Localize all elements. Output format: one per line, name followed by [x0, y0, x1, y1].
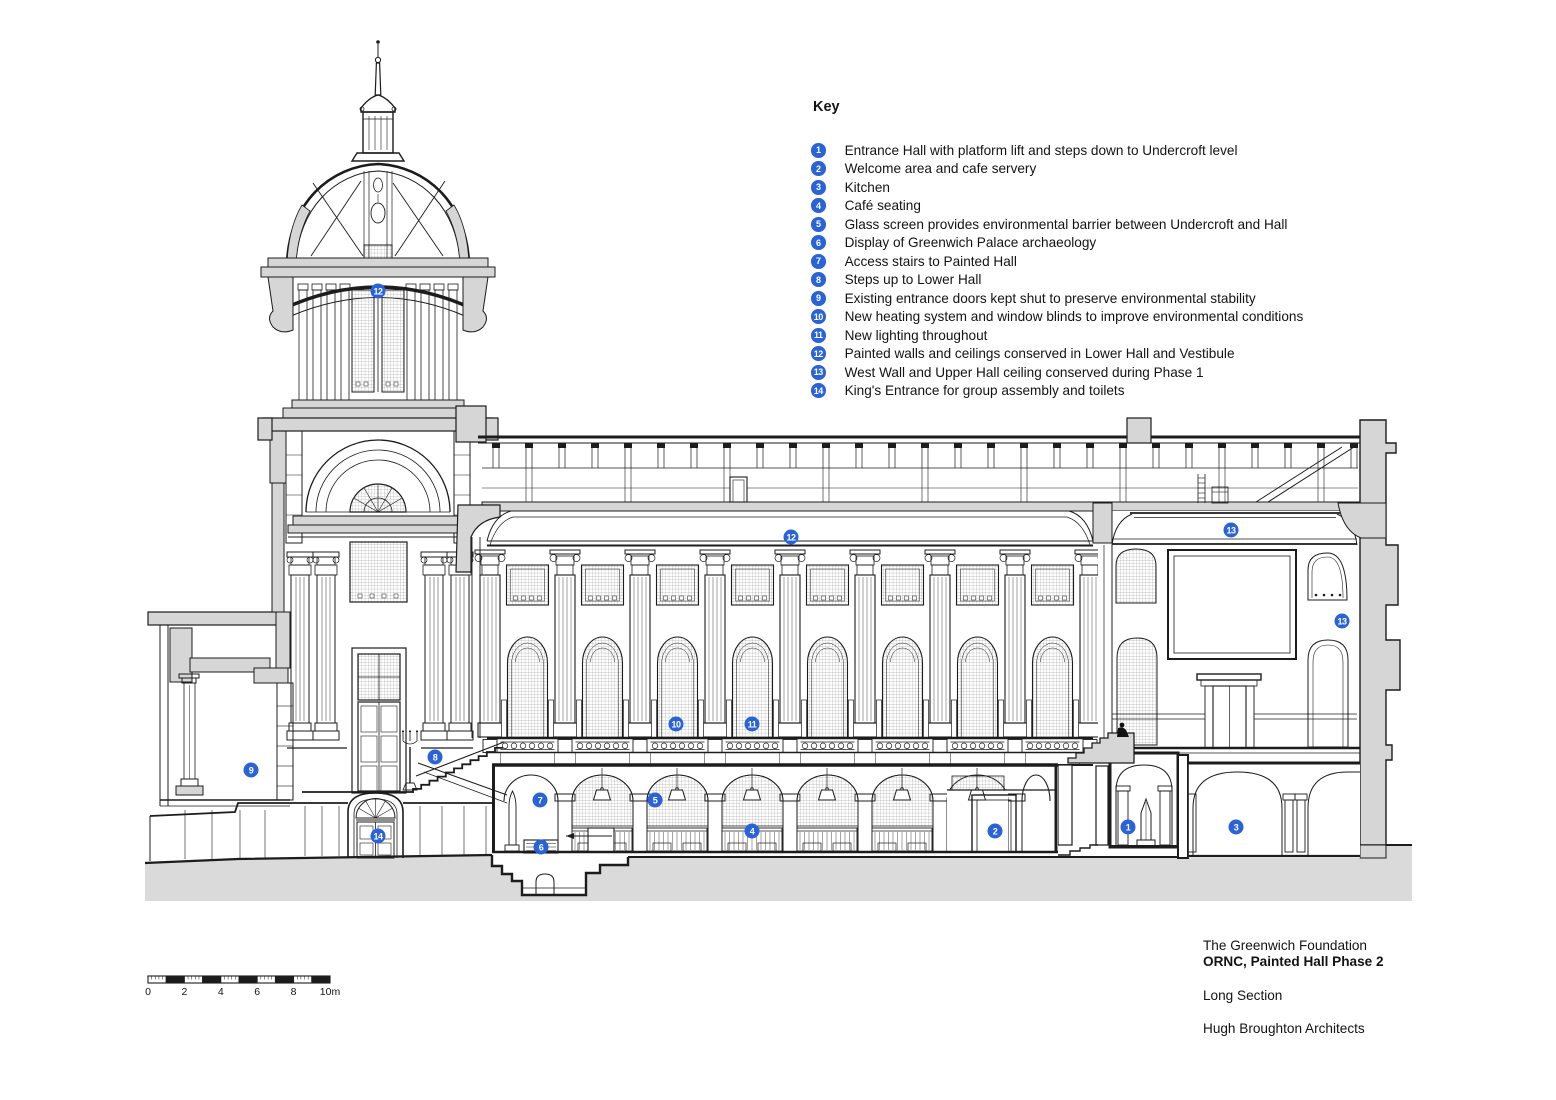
key-item: 13 West Wall and Upper Hall ceiling cons… — [811, 363, 1303, 382]
key-number-badge: 1 — [811, 142, 826, 158]
key-number-badge: 12 — [811, 346, 826, 362]
key-number-badge: 14 — [811, 383, 826, 399]
key-item-label: West Wall and Upper Hall ceiling conserv… — [844, 364, 1204, 380]
key-number-badge: 6 — [811, 235, 826, 251]
client-name: The Greenwich Foundation — [1203, 938, 1367, 953]
key-item-label: Kitchen — [844, 179, 890, 195]
project-title: ORNC, Painted Hall Phase 2 — [1203, 954, 1384, 970]
key-item: 11 New lighting throughout — [811, 326, 1303, 345]
roof-void — [478, 417, 1362, 504]
section-marker-1: 1 — [1120, 819, 1136, 835]
key-item-label: New lighting throughout — [844, 327, 988, 343]
key-item: 6 Display of Greenwich Palace archaeolog… — [811, 234, 1303, 253]
section-marker-14: 14 — [370, 828, 386, 844]
key-item-label: Entrance Hall with platform lift and ste… — [844, 142, 1238, 158]
section-marker-2: 2 — [987, 823, 1003, 839]
key-item-label: Glass screen provides environmental barr… — [844, 216, 1288, 232]
ground — [144, 844, 1412, 901]
key-list: 1 Entrance Hall with platform lift and s… — [811, 141, 1303, 400]
key-item-label: Café seating — [844, 198, 921, 214]
east-end-wall — [1337, 419, 1401, 859]
key-item-label: Steps up to Lower Hall — [844, 272, 982, 288]
key-item: 1 Entrance Hall with platform lift and s… — [811, 141, 1303, 160]
key-item: 2 Welcome area and cafe servery — [811, 160, 1303, 179]
kings-entrance-wall — [290, 792, 492, 859]
key-item: 9 Existing entrance doors kept shut to p… — [811, 289, 1303, 308]
key-title: Key — [813, 99, 840, 115]
scale-label: 10m — [319, 986, 341, 998]
key-number-badge: 5 — [811, 216, 826, 232]
steps-up-to-lower-hall — [401, 730, 508, 804]
section-marker-3: 3 — [1228, 819, 1244, 835]
key-number-badge: 13 — [811, 364, 826, 380]
section-marker-9: 9 — [243, 762, 259, 778]
section-marker-5: 5 — [647, 792, 663, 808]
scale-label: 4 — [217, 986, 224, 998]
section-marker-4: 4 — [744, 823, 760, 839]
section-marker-13: 13 — [1334, 613, 1350, 629]
key-item: 3 Kitchen — [811, 178, 1303, 197]
key-legend: Key 1 Entrance Hall with platform lift a… — [811, 99, 1303, 400]
title-block: The Greenwich Foundation ORNC, Painted H… — [1203, 938, 1384, 1037]
key-item: 5 Glass screen provides environmental ba… — [811, 215, 1303, 234]
key-number-badge: 4 — [811, 198, 826, 214]
key-item-label: New heating system and window blinds to … — [844, 309, 1304, 325]
section-marker-8: 8 — [427, 749, 443, 765]
drawing-name: Long Section — [1203, 987, 1283, 1003]
key-item: 4 Café seating — [811, 197, 1303, 216]
scale-label: 6 — [254, 986, 261, 998]
key-item-label: Welcome area and cafe servery — [844, 161, 1037, 177]
upper-hall — [1092, 502, 1386, 754]
key-item-label: Painted walls and ceilings conserved in … — [844, 346, 1235, 362]
section-marker-7: 7 — [532, 792, 548, 808]
key-item-label: King's Entrance for group assembly and t… — [844, 383, 1125, 399]
scale-bar-labels: 0 2 4 6 8 10m — [0, 986, 400, 1000]
entrance-hall-and-kitchen — [1057, 722, 1360, 859]
section-marker-12: 12 — [370, 283, 386, 299]
annex-building-left — [147, 430, 294, 861]
section-marker-11: 11 — [744, 716, 760, 732]
vestibule-dome-tower — [257, 40, 499, 794]
section-marker-6: 6 — [533, 839, 549, 855]
undercroft — [492, 763, 1058, 854]
key-item-label: Existing entrance doors kept shut to pre… — [844, 290, 1256, 306]
key-number-badge: 11 — [811, 327, 826, 343]
architect-name: Hugh Broughton Architects — [1203, 1020, 1365, 1036]
key-item: 14 King's Entrance for group assembly an… — [811, 382, 1303, 401]
key-item: 8 Steps up to Lower Hall — [811, 271, 1303, 290]
lower-hall — [455, 501, 1363, 766]
key-item: 7 Access stairs to Painted Hall — [811, 252, 1303, 271]
key-number-badge: 2 — [811, 161, 826, 177]
scale-label: 8 — [290, 986, 297, 998]
section-marker-13: 13 — [1223, 522, 1239, 538]
key-item: 10 New heating system and window blinds … — [811, 308, 1303, 327]
key-number-badge: 7 — [811, 253, 826, 269]
key-number-badge: 10 — [811, 309, 826, 325]
key-number-badge: 8 — [811, 272, 826, 288]
scale-label: 0 — [145, 986, 151, 998]
section-marker-12: 12 — [783, 529, 799, 545]
scale-label: 2 — [181, 986, 188, 998]
scale-bar — [147, 975, 331, 984]
key-item-label: Display of Greenwich Palace archaeology — [844, 235, 1097, 251]
key-number-badge: 9 — [811, 290, 826, 306]
key-item-label: Access stairs to Painted Hall — [844, 253, 1017, 269]
key-number-badge: 3 — [811, 179, 826, 195]
key-item: 12 Painted walls and ceilings conserved … — [811, 345, 1303, 364]
section-marker-10: 10 — [668, 716, 684, 732]
